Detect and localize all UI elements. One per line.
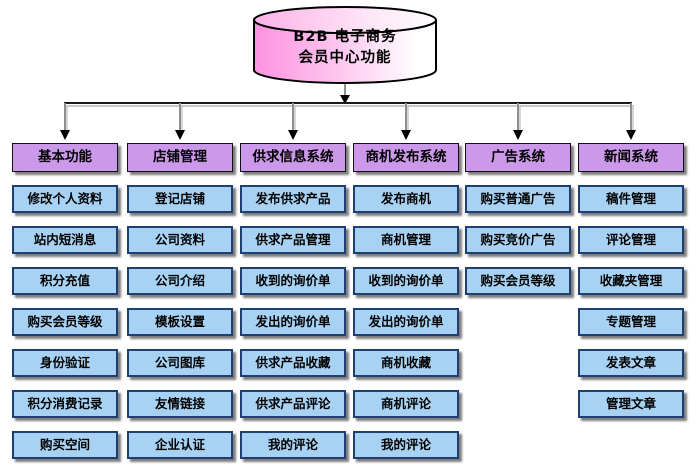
column-4: 商机发布系统发布商机商机管理收到的询价单发出的询价单商机收藏商机评论我的评论 [353, 143, 459, 470]
function-box: 发布供求产品 [240, 185, 346, 213]
root-title-line1: B2B 电子商务 [293, 29, 397, 45]
arrowhead-icon [513, 130, 523, 140]
category-header: 基本功能 [12, 143, 118, 172]
function-box: 商机评论 [353, 390, 459, 418]
function-box: 公司资料 [127, 226, 233, 254]
function-box: 我的评论 [240, 431, 346, 459]
function-box: 稿件管理 [578, 185, 684, 213]
function-box: 管理文章 [578, 390, 684, 418]
function-box: 公司介绍 [127, 267, 233, 295]
function-box: 发布商机 [353, 185, 459, 213]
function-box: 供求产品评论 [240, 390, 346, 418]
function-box: 身份验证 [12, 349, 118, 377]
branch-drops [60, 103, 636, 140]
function-box: 模板设置 [127, 308, 233, 336]
column-3: 供求信息系统发布供求产品供求产品管理收到的询价单发出的询价单供求产品收藏供求产品… [240, 143, 346, 470]
function-box: 商机管理 [353, 226, 459, 254]
function-box: 购买空间 [12, 431, 118, 459]
function-box: 发出的询价单 [240, 308, 346, 336]
arrowhead-icon [175, 130, 185, 140]
root-title-line2: 会员中心功能 [298, 50, 392, 66]
arrowhead-icon [288, 130, 298, 140]
function-box: 购买会员等级 [465, 267, 571, 295]
function-box: 积分消费记录 [12, 390, 118, 418]
function-box: 发出的询价单 [353, 308, 459, 336]
category-header: 供求信息系统 [240, 143, 346, 172]
category-header: 商机发布系统 [353, 143, 459, 172]
function-box: 我的评论 [353, 431, 459, 459]
arrowhead-icon [60, 130, 70, 140]
function-box: 商机收藏 [353, 349, 459, 377]
function-box: 积分充值 [12, 267, 118, 295]
function-box: 站内短消息 [12, 226, 118, 254]
function-box: 修改个人资料 [12, 185, 118, 213]
root-node-cylinder [253, 6, 437, 84]
function-box: 评论管理 [578, 226, 684, 254]
function-box: 收到的询价单 [353, 267, 459, 295]
function-box: 企业认证 [127, 431, 233, 459]
function-box: 公司图库 [127, 349, 233, 377]
function-box: 友情链接 [127, 390, 233, 418]
root-node-title: B2B 电子商务 会员中心功能 [252, 27, 438, 69]
function-box: 购买竞价广告 [465, 226, 571, 254]
function-box: 购买会员等级 [12, 308, 118, 336]
function-box: 收藏夹管理 [578, 267, 684, 295]
category-header: 店铺管理 [127, 143, 233, 172]
function-box: 购买普通广告 [465, 185, 571, 213]
function-box: 收到的询价单 [240, 267, 346, 295]
arrowhead-icon [626, 130, 636, 140]
function-box: 供求产品收藏 [240, 349, 346, 377]
category-header: 广告系统 [465, 143, 571, 172]
function-box: 登记店铺 [127, 185, 233, 213]
function-box: 专题管理 [578, 308, 684, 336]
category-header: 新闻系统 [578, 143, 684, 172]
column-1: 基本功能修改个人资料站内短消息积分充值购买会员等级身份验证积分消费记录购买空间 [12, 143, 118, 470]
arrowhead-icon [401, 130, 411, 140]
function-box: 供求产品管理 [240, 226, 346, 254]
column-2: 店铺管理登记店铺公司资料公司介绍模板设置公司图库友情链接企业认证 [127, 143, 233, 470]
function-box: 发表文章 [578, 349, 684, 377]
arrowhead-icon [340, 95, 350, 104]
column-5: 广告系统购买普通广告购买竞价广告购买会员等级 [465, 143, 571, 308]
column-6: 新闻系统稿件管理评论管理收藏夹管理专题管理发表文章管理文章 [578, 143, 684, 431]
